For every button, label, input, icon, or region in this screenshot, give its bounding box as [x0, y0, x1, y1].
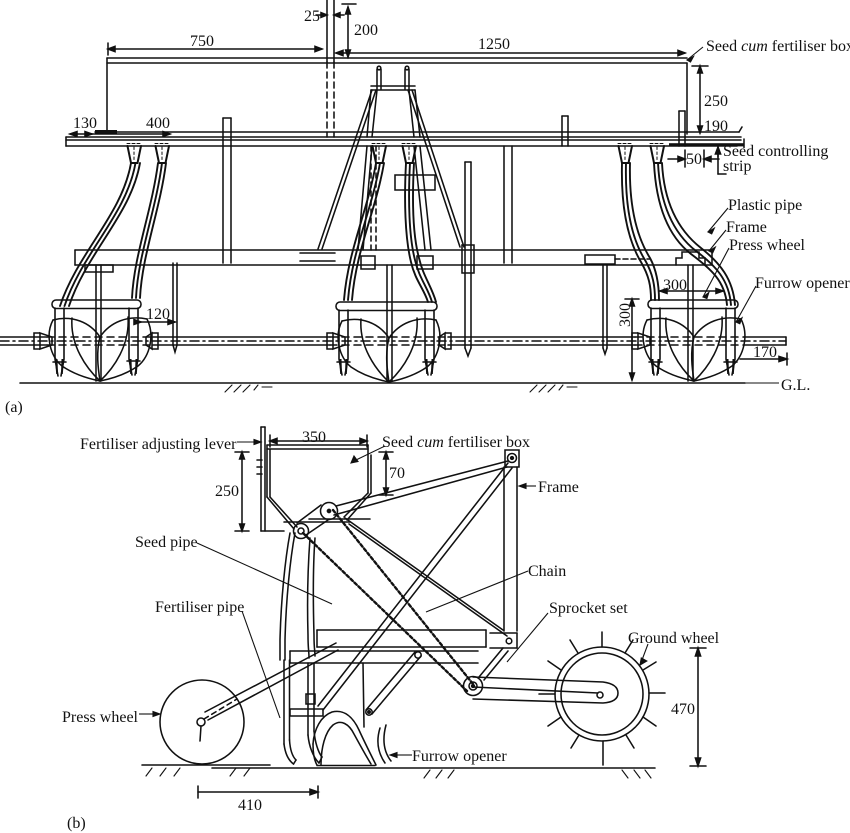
svg-text:400: 400: [146, 115, 170, 132]
svg-text:Frame: Frame: [538, 479, 579, 496]
svg-text:25: 25: [304, 8, 320, 25]
svg-text:Seed pipe: Seed pipe: [135, 534, 198, 551]
svg-text:Fertiliser pipe: Fertiliser pipe: [155, 599, 244, 616]
svg-text:250: 250: [215, 483, 239, 500]
svg-text:50: 50: [686, 151, 702, 168]
svg-text:strip: strip: [723, 158, 751, 175]
svg-text:120: 120: [146, 306, 170, 323]
svg-text:Seed cum fertiliser box: Seed cum fertiliser box: [382, 434, 530, 451]
svg-text:G.L.: G.L.: [781, 377, 810, 394]
svg-text:130: 130: [73, 115, 97, 132]
svg-text:Sprocket set: Sprocket set: [549, 600, 628, 617]
svg-text:Seed cum fertiliser box: Seed cum fertiliser box: [706, 38, 850, 55]
svg-text:170: 170: [753, 344, 777, 361]
svg-text:410: 410: [238, 797, 262, 814]
svg-text:70: 70: [389, 465, 405, 482]
svg-text:300: 300: [617, 303, 634, 327]
svg-text:300: 300: [663, 277, 687, 294]
svg-text:Fertiliser adjusting lever: Fertiliser adjusting lever: [80, 436, 237, 453]
svg-text:Ground wheel: Ground wheel: [628, 630, 720, 647]
svg-text:Press wheel: Press wheel: [62, 709, 139, 726]
svg-text:Plastic pipe: Plastic pipe: [728, 197, 802, 214]
svg-text:Frame: Frame: [726, 219, 767, 236]
svg-text:Furrow opener: Furrow opener: [412, 748, 507, 765]
svg-text:190: 190: [704, 118, 728, 135]
svg-text:Furrow opener: Furrow opener: [755, 275, 850, 292]
svg-text:(a): (a): [5, 399, 23, 416]
svg-text:(b): (b): [67, 815, 86, 832]
svg-text:350: 350: [302, 429, 326, 446]
svg-text:Chain: Chain: [528, 563, 566, 580]
svg-text:250: 250: [704, 93, 728, 110]
svg-text:200: 200: [354, 22, 378, 39]
svg-text:470: 470: [671, 701, 695, 718]
svg-text:750: 750: [190, 33, 214, 50]
svg-text:Seed controlling: Seed controlling: [723, 143, 828, 160]
svg-text:1250: 1250: [478, 36, 510, 53]
svg-text:Press wheel: Press wheel: [729, 237, 806, 254]
